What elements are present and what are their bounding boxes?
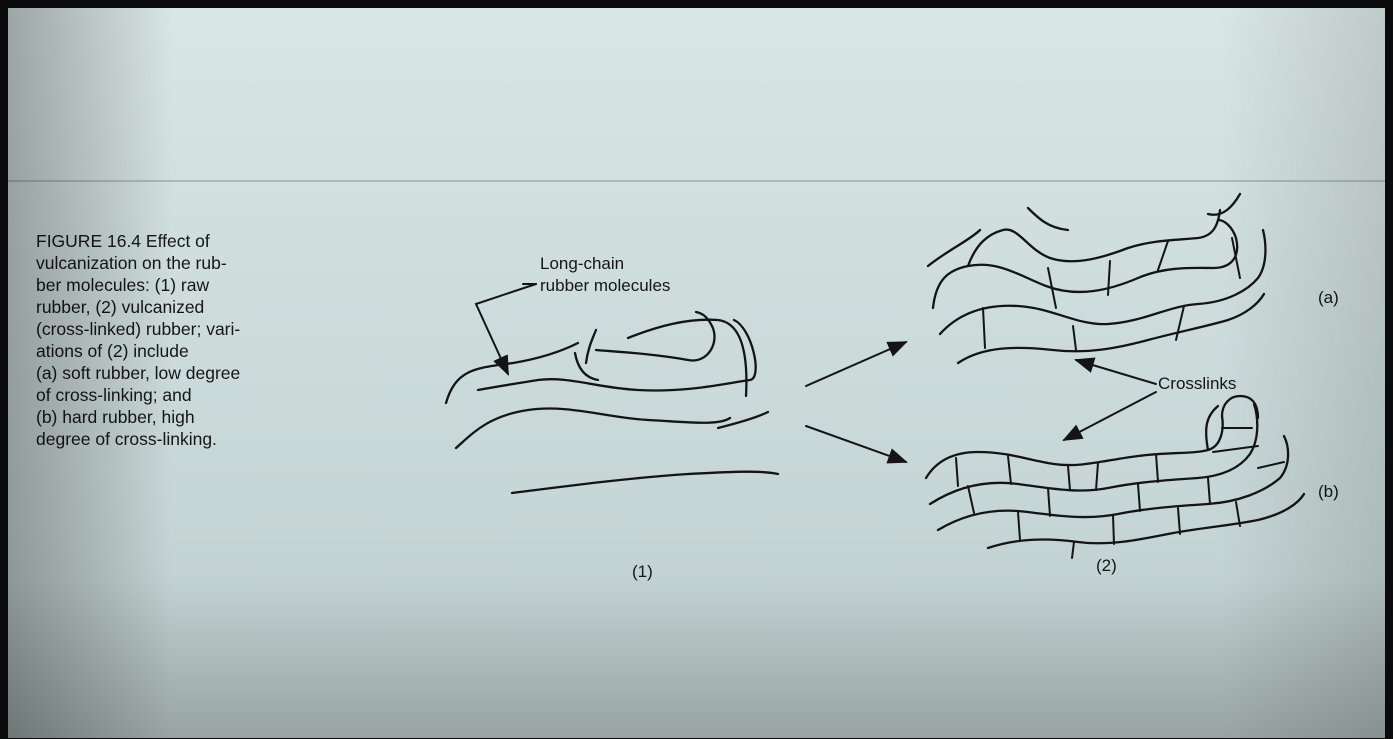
crosslink <box>1258 462 1284 468</box>
molecule-chain <box>940 230 1265 334</box>
crosslink <box>1068 466 1070 490</box>
vulcanization-diagram <box>8 8 1385 738</box>
crosslink-pointer <box>1064 392 1156 440</box>
crosslink <box>1156 454 1158 482</box>
molecule-chain <box>1222 396 1258 418</box>
crosslink <box>1176 306 1184 340</box>
crosslink <box>1018 512 1020 540</box>
molecule-chain <box>446 343 578 403</box>
arrow-to-a <box>806 342 906 386</box>
crosslink <box>1108 261 1110 295</box>
crosslink <box>1072 542 1074 558</box>
molecule-chain <box>928 230 980 266</box>
hard-rubber-molecules <box>926 396 1304 558</box>
crosslink-pointer <box>1076 360 1156 384</box>
molecule-chain <box>958 294 1264 363</box>
molecule-chain <box>988 494 1304 548</box>
crosslink <box>983 308 985 348</box>
crosslink <box>1096 463 1098 490</box>
crosslink <box>1113 515 1114 544</box>
raw-rubber-molecules <box>446 284 778 493</box>
molecule-chain <box>512 472 778 493</box>
crosslink <box>1073 326 1076 350</box>
molecule-chain <box>1028 194 1240 230</box>
arrow-to-b <box>806 426 906 462</box>
crosslink <box>1178 508 1180 534</box>
crosslink <box>1158 241 1168 270</box>
molecule-chain <box>456 409 730 448</box>
crosslink <box>1208 478 1210 504</box>
molecule-chain <box>933 220 1237 308</box>
molecule-chain <box>968 210 1220 266</box>
crosslink <box>1138 484 1140 511</box>
soft-rubber-molecules <box>928 194 1265 440</box>
crosslink <box>1008 456 1011 484</box>
page-photo: FIGURE 16.4 Effect of vulcanization on t… <box>8 8 1385 738</box>
crosslink <box>1048 488 1050 516</box>
crosslink <box>968 486 974 513</box>
molecule-chain <box>926 416 1223 478</box>
crosslink <box>956 458 958 486</box>
